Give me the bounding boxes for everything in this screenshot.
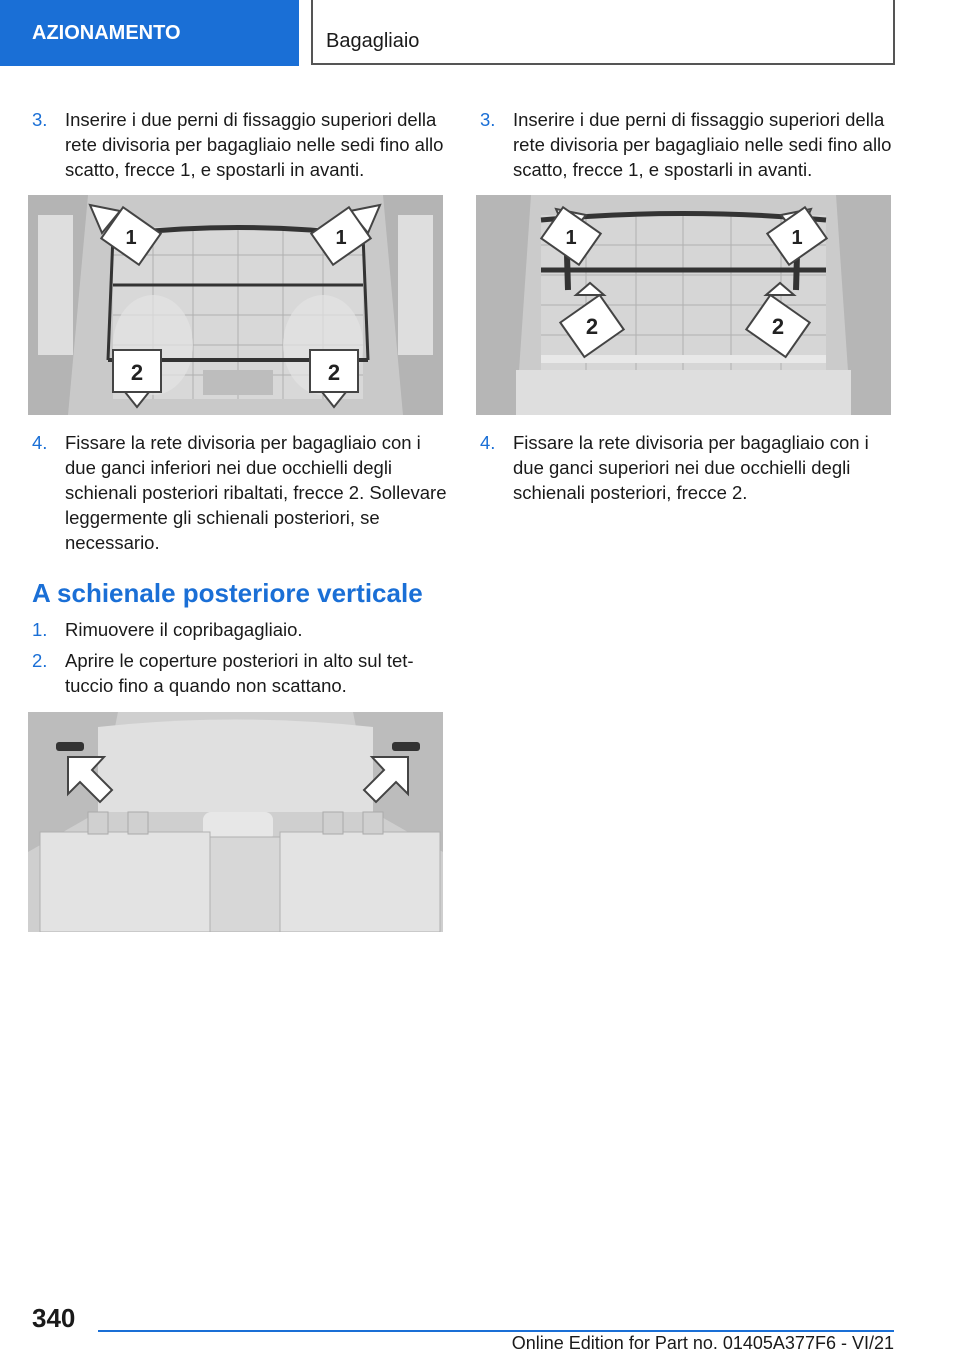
step-number: 2. (32, 650, 48, 671)
section-heading: A schienale posteriore verticale (32, 578, 423, 608)
figure-label: 2 (772, 314, 784, 339)
section-title: AZIONAMENTO (32, 21, 181, 44)
step-text: Inserire i due perni di fissaggio superi… (513, 109, 892, 180)
section-tab: AZIONAMENTO (0, 0, 299, 66)
left-step-3: 3. Inserire i due perni di fissaggio sup… (32, 107, 448, 182)
step-number: 1. (32, 619, 48, 640)
chapter-title: Bagagliaio (326, 30, 420, 52)
footer-divider (98, 1330, 894, 1332)
right-step-4: 4. Fissare la rete divisoria per bagagli… (480, 430, 896, 505)
page-number: 340 (32, 1303, 76, 1333)
figure-label: 1 (791, 227, 802, 249)
figure-label: 2 (131, 360, 143, 385)
step-number: 4. (480, 432, 496, 453)
figure-net-folded-seats: 1 1 2 2 (28, 195, 443, 415)
step-number: 3. (32, 109, 48, 130)
left-step-4: 4. Fissare la rete divisoria per bagagli… (32, 430, 448, 555)
figure-label: 2 (328, 360, 340, 385)
step-text: Fissare la rete divisoria per bagagliaio… (65, 432, 447, 553)
figure-label: 1 (335, 227, 346, 249)
step-text: Aprire le coperture posteriori in alto s… (65, 650, 414, 696)
right-step-3: 3. Inserire i due perni di fissaggio sup… (480, 107, 896, 182)
step-text: Inserire i due perni di fissaggio superi… (65, 109, 444, 180)
step-number: 4. (32, 432, 48, 453)
step-text: Rimuovere il copribagagliaio. (65, 619, 303, 640)
figure-label: 2 (586, 314, 598, 339)
footer-edition: Online Edition for Part no. 01405A377F6 … (511, 1333, 894, 1353)
figure-net-upright-seats: 1 1 2 2 (476, 195, 891, 415)
figure-label: 1 (125, 227, 136, 249)
chapter-tab-frame (311, 0, 895, 65)
step-number: 3. (480, 109, 496, 130)
step-text: Fissare la rete divisoria per bagagliaio… (513, 432, 869, 503)
figure-label: 1 (565, 227, 576, 249)
left-step-1: 1. Rimuovere il copribagagliaio. (32, 617, 448, 642)
left-step-2: 2. Aprire le coperture posteriori in alt… (32, 648, 448, 698)
figure-roof-covers (28, 712, 443, 932)
